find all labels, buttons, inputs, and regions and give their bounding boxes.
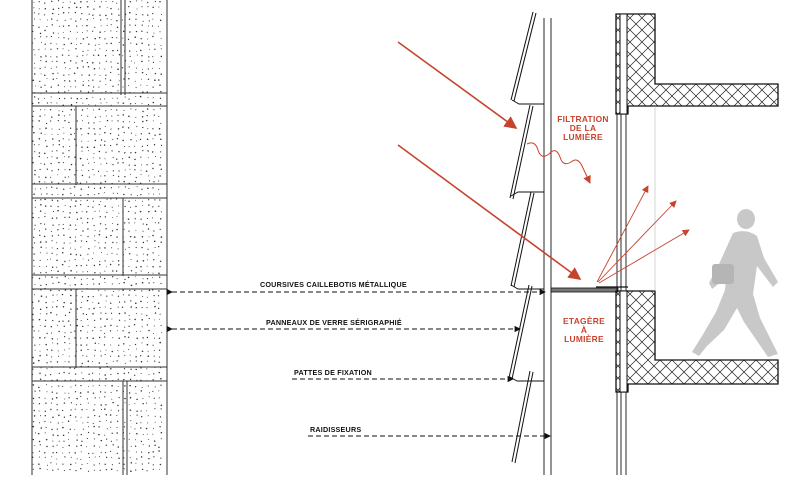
sun-rays — [397, 41, 690, 284]
label-etagere: ETAGÈRE À LUMIÈRE — [563, 315, 605, 344]
facade-elevation — [31, 0, 168, 475]
glass-panel-section — [508, 11, 619, 475]
label-pattes: PATTES DE FIXATION — [294, 368, 372, 377]
label-raidisseurs: RAIDISSEURS — [310, 425, 361, 434]
annotation-pattes: PATTES DE FIXATION — [292, 368, 514, 383]
svg-text:DE LA: DE LA — [570, 123, 597, 133]
label-panneaux: PANNEAUX DE VERRE SÉRIGRAPHIÉ — [266, 318, 402, 327]
annotation-coursives: COURSIVES CAILLEBOTIS MÉTALLIQUE — [166, 280, 546, 296]
label-filtration: FILTRATION DE LA LUMIÈRE — [557, 114, 609, 142]
label-coursives: COURSIVES CAILLEBOTIS MÉTALLIQUE — [260, 280, 407, 289]
person-silhouette-icon — [692, 209, 778, 357]
svg-text:LUMIÈRE: LUMIÈRE — [563, 131, 603, 142]
building-section — [596, 13, 779, 475]
annotation-raidisseurs: RAIDISSEURS — [308, 425, 551, 440]
annotation-panneaux: PANNEAUX DE VERRE SÉRIGRAPHIÉ — [166, 318, 521, 333]
svg-text:ETAGÈRE: ETAGÈRE — [563, 315, 605, 326]
svg-text:À: À — [581, 324, 587, 335]
svg-text:FILTRATION: FILTRATION — [557, 114, 609, 124]
screen-printed-dot-pattern — [31, 0, 163, 473]
panel-grid-lines — [31, 0, 168, 475]
svg-text:LUMIÈRE: LUMIÈRE — [564, 333, 604, 344]
